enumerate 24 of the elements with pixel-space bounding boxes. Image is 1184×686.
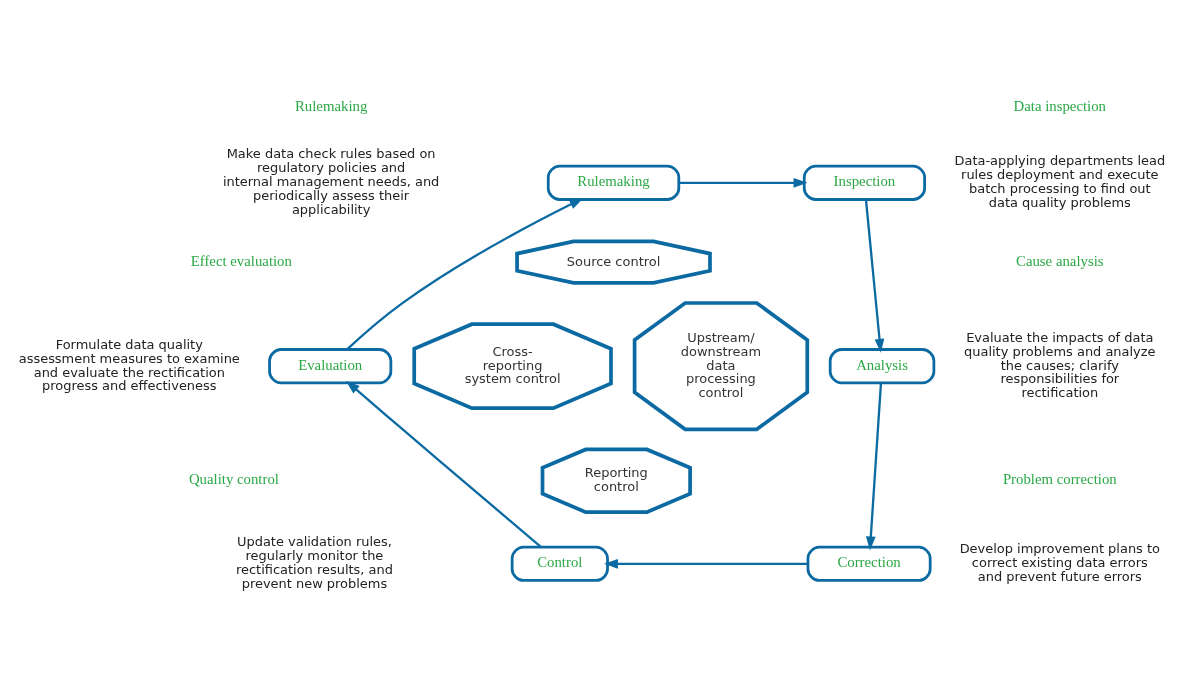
arrow [345,380,542,548]
label: Evaluate the impacts of data quality problems and analyze the causes; clarify responsibilities for rectification [964,329,1156,401]
arrow [678,177,808,188]
label: Quality control [188,471,279,488]
arrow [864,199,885,353]
node-box: Control [510,545,609,582]
label: Rulemaking [294,97,368,114]
label: Develop improvement plans to correct existing data errors and prevent future errors [959,541,1160,585]
label: Data inspection [1013,97,1107,114]
node-box: Rulemaking [546,164,681,201]
label: Data-applying departments lead rules deployment and execute batch processing to find out data quality problems [954,153,1166,211]
label: Cause analysis [1016,252,1104,269]
label: Make data check rules based on regulatory policies and internal management needs, and periodically assess their applicability [222,146,440,218]
node-box: Analysis [828,348,936,385]
arrow [346,198,584,351]
label: Update validation rules, regularly monitor the rectification results, and prevent new problems [235,534,393,592]
label: Effect evaluation [190,252,292,269]
label: Problem correction [1002,471,1117,488]
label: Formulate data quality assessment measures to examine and evaluate the rectification progress and effectiveness [18,336,240,394]
node-box: Evaluation [268,348,393,385]
node-box: Inspection [802,164,926,201]
node-box: Correction [806,545,932,582]
arrow [604,558,808,569]
arrow [865,383,883,551]
